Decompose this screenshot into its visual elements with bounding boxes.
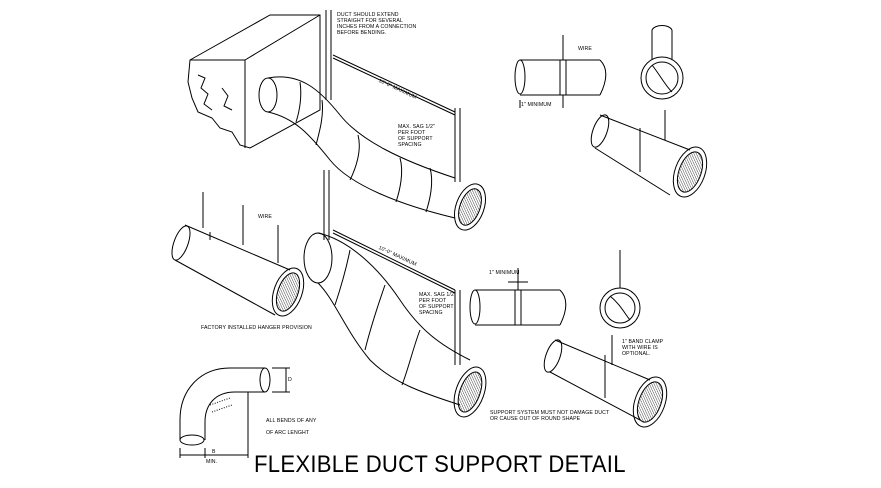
top-right-cylinder	[590, 110, 708, 198]
note-max-sag-bottom: MAX. SAG 1/2" PER FOOT OF SUPPORT SPACIN…	[419, 292, 456, 316]
note-support-system: SUPPORT SYSTEM MUST NOT DAMAGE DUCT OR C…	[490, 410, 610, 422]
top-straight-pipe	[514, 35, 607, 108]
middle-straight-pipe	[469, 268, 567, 326]
factory-hanger-duct	[171, 192, 305, 317]
middle-flex-duct	[303, 170, 487, 418]
top-ring-section	[640, 25, 684, 100]
note-duct-extend: DUCT SHOULD EXTEND STRAIGHT FOR SEVERAL …	[337, 12, 417, 36]
elbow-duct	[179, 367, 290, 458]
label-minimum-top: 1" MINIMUM	[521, 102, 552, 108]
label-dim-min: MIN.	[206, 459, 217, 465]
middle-ring-section	[599, 250, 641, 329]
label-wire-mid: WIRE	[258, 214, 272, 220]
note-factory-hanger: FACTORY INSTALLED HANGER PROVISION	[201, 325, 312, 331]
drawing-title: FLEXIBLE DUCT SUPPORT DETAIL	[254, 451, 626, 478]
label-dim-b: B	[212, 449, 216, 455]
note-bends: ALL BENDS OF ANY OF ARC LENGHT	[266, 418, 317, 436]
wall-block	[187, 14, 321, 149]
label-minimum-mid: 1" MINIMUM	[489, 270, 520, 276]
note-band-clamp: 1" BAND CLAMP WITH WIRE IS OPTIONAL.	[622, 339, 664, 357]
bottom-right-cylinder	[543, 335, 668, 428]
label-dim-d: D	[288, 377, 292, 383]
label-wire-top: WIRE	[578, 46, 592, 52]
upper-flex-duct	[258, 10, 487, 231]
note-max-sag-top: MAX. SAG 1/2" PER FOOT OF SUPPORT SPACIN…	[398, 124, 435, 148]
